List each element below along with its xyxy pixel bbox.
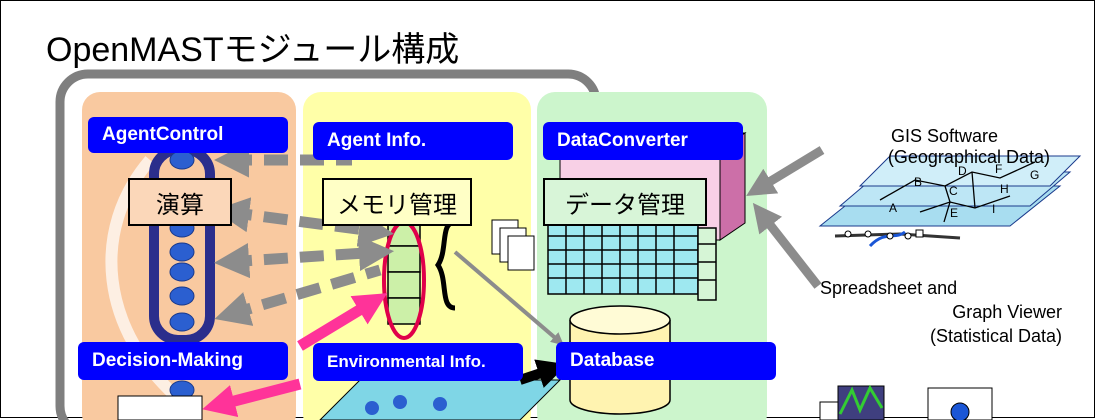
environmental-info-label: Environmental Info.: [313, 343, 523, 381]
database-label: Database: [556, 342, 776, 380]
map-label-h: H: [1000, 182, 1009, 196]
message-arrows: [213, 142, 395, 326]
spreadsheet-viewer-label: Spreadsheet and Graph Viewer (Statistica…: [820, 276, 1068, 348]
spreadsheet-input-arrow: [752, 202, 822, 289]
env-to-decision-arrow: [202, 378, 302, 418]
map-label-d: D: [958, 164, 967, 178]
map-label-g: G: [1030, 168, 1040, 182]
brace-to-database-arrow: [453, 250, 564, 346]
sheet-line-2: Graph Viewer: [952, 302, 1062, 322]
chart-thumbnails: [819, 384, 993, 420]
sheet-line-3: (Statistical Data): [929, 326, 1062, 346]
map-label-c: C: [949, 184, 958, 198]
gis-boundaries: [879, 161, 1036, 223]
decision-making-label: Decision-Making: [78, 342, 288, 380]
gis-line-1: GIS Software: [890, 126, 998, 146]
spreadsheet-grid: [547, 221, 717, 301]
env-to-database-arrow: [518, 359, 568, 388]
gis-points: [844, 229, 924, 240]
map-label-f: F: [995, 162, 1003, 176]
process-beads: [169, 150, 195, 400]
sheet-line-1: Spreadsheet and: [820, 278, 958, 298]
data-converter-label: DataConverter: [543, 122, 743, 160]
calc-box: 演算: [128, 178, 232, 226]
agent-info-label: Agent Info.: [313, 122, 513, 160]
gis-input-arrow: [746, 146, 825, 196]
gis-line-2: (Geographical Data): [887, 147, 1050, 167]
map-label-e: E: [950, 206, 959, 220]
gis-software-label: GIS Software (Geographical Data): [810, 126, 1050, 168]
curly-brace: [434, 219, 456, 311]
document-stack: [491, 219, 535, 271]
map-label-i: I: [992, 202, 996, 216]
slide-title: OpenMASTモジュール構成: [46, 31, 460, 69]
data-management-box: データ管理: [543, 178, 707, 226]
map-label-a: A: [889, 201, 898, 215]
map-label-b: B: [914, 175, 923, 189]
agent-control-label: AgentControl: [88, 117, 288, 153]
decision-base: [117, 395, 203, 420]
memory-management-box: メモリ管理: [322, 178, 472, 226]
decision-to-memory-arrow: [297, 293, 388, 351]
